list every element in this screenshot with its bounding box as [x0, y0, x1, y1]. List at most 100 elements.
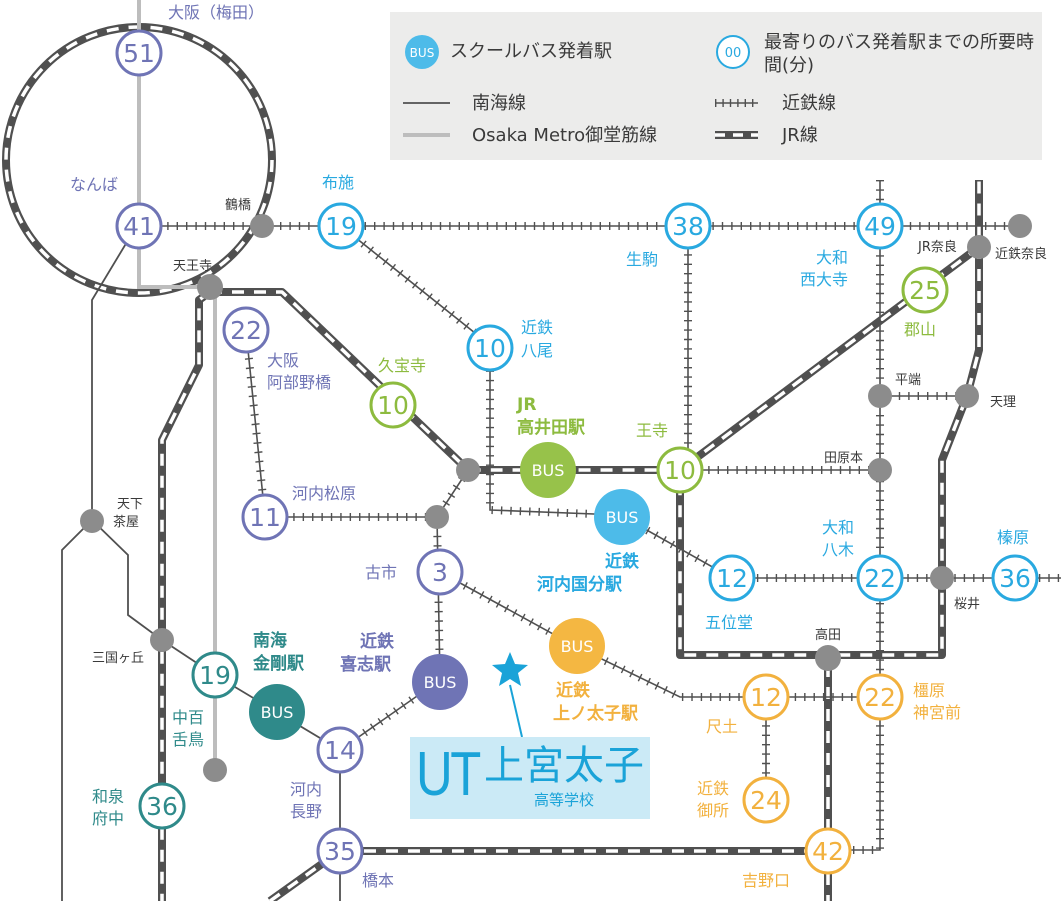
station-dot-tenri: [955, 384, 979, 408]
bus-station-kawachi-kokubu[interactable]: BUS: [594, 489, 650, 545]
station-fuse[interactable]: 19: [317, 202, 365, 250]
station-dot-tengachaya: [80, 509, 104, 533]
station-circles: 51 41 22 11 3 14 35 19 38 49 10 12 22 36…: [115, 29, 1039, 875]
legend-symbols: BUS 00: [403, 35, 758, 139]
label-kongo-2: 金剛駅: [252, 653, 305, 674]
school-name: 上宮太子: [484, 743, 644, 789]
station-ikoma[interactable]: 38: [664, 202, 712, 250]
station-dot-takada: [815, 645, 841, 671]
bus-station-kishi[interactable]: BUS: [412, 654, 468, 710]
label-umeda: 大阪（梅田）: [168, 3, 264, 22]
station-gose[interactable]: 24: [742, 776, 790, 824]
station-shakudo[interactable]: 12: [742, 673, 790, 721]
station-minutes: 25: [909, 276, 941, 305]
label-kawachi-matsubara: 河内松原: [292, 484, 356, 503]
station-minutes: 49: [864, 212, 896, 241]
station-osaka-abenobashi[interactable]: 22: [222, 306, 270, 354]
bus-station-jr-takaida[interactable]: BUS: [520, 442, 576, 498]
station-kawachi-matsubara[interactable]: 11: [241, 493, 289, 541]
station-izumifuchu[interactable]: 36: [138, 782, 186, 830]
label-saidaiji-2: 西大寺: [800, 270, 848, 289]
label-gose-2: 御所: [697, 801, 729, 820]
station-kyuhoji[interactable]: 10: [369, 381, 417, 429]
bus-badge: BUS: [424, 673, 457, 692]
label-izumifuchu-2: 府中: [92, 809, 124, 828]
label-kawachinagano-1: 河内: [290, 780, 322, 799]
label-kyuhoji: 久宝寺: [378, 356, 426, 375]
label-kamitaishi-2: 上ノ太子駅: [553, 703, 639, 724]
station-minutes: 51: [123, 39, 155, 68]
legend-metro-label: Osaka Metro御堂筋線: [472, 125, 658, 146]
legend-bus-label: スクールバス発着駅: [450, 41, 612, 62]
label-tengachaya-1: 天下: [117, 497, 143, 512]
school-subtitle: 高等学校: [534, 791, 595, 809]
label-ikoma: 生駒: [626, 250, 658, 269]
label-izumifuchu-1: 和泉: [92, 787, 124, 806]
label-hirahata: 平端: [895, 373, 921, 388]
label-nakamozu-1: 中百: [172, 708, 204, 727]
label-furuichi: 古市: [365, 563, 397, 582]
bus-station-kintetsu-kamitaishi[interactable]: BUS: [549, 618, 605, 674]
station-minutes: 38: [672, 212, 704, 241]
label-saidaiji-1: 大和: [816, 248, 848, 267]
legend-nankai-label: 南海線: [472, 93, 526, 114]
station-oji[interactable]: 10: [656, 446, 704, 494]
label-yoshinoguchi: 吉野口: [742, 871, 790, 890]
station-minutes: 3: [432, 558, 448, 587]
bus-station-kongo[interactable]: BUS: [249, 684, 305, 740]
bus-stations: BUS BUS BUS BUS BUS: [249, 442, 650, 740]
station-kawachinagano[interactable]: 14: [316, 726, 364, 774]
label-yagi-2: 八木: [822, 540, 854, 559]
legend-kintetsu-label: 近鉄線: [782, 93, 836, 114]
station-hashimoto[interactable]: 35: [316, 827, 364, 875]
station-minutes: 24: [750, 786, 782, 815]
station-minutes: 19: [325, 212, 357, 241]
label-tengachaya-2: 茶屋: [113, 514, 139, 530]
label-takada: 高田: [815, 627, 841, 643]
station-minutes: 10: [474, 334, 506, 363]
station-dot-mikunigaoka: [150, 628, 174, 652]
station-dot-tsuruhashi: [250, 214, 274, 238]
station-yoshinoguchi[interactable]: 42: [804, 827, 852, 875]
kintetsu-osaka-line: [340, 225, 1061, 579]
label-abenobashi-1: 大阪: [267, 351, 299, 370]
label-gose-1: 近鉄: [697, 779, 729, 798]
station-furuichi[interactable]: 3: [416, 548, 464, 596]
label-abenobashi-2: 阿部野橋: [267, 373, 331, 392]
station-minutes: 36: [146, 792, 178, 821]
bus-badge: BUS: [561, 637, 594, 656]
station-minutes: 12: [750, 683, 782, 712]
station-kashiharajingumae[interactable]: 22: [856, 673, 904, 721]
station-kintetsu-yao[interactable]: 10: [466, 324, 514, 372]
label-tenri: 天理: [990, 395, 1016, 410]
station-dot-jr-nara: [967, 235, 991, 259]
station-dot-tennoji: [197, 274, 223, 300]
station-yamato-saidaiji[interactable]: 49: [856, 202, 904, 250]
station-haibara[interactable]: 36: [991, 554, 1039, 602]
label-yao-2: 八尾: [521, 341, 553, 360]
label-hashimoto: 橋本: [362, 871, 394, 890]
station-minutes: 11: [249, 503, 281, 532]
station-koriyama[interactable]: 25: [901, 266, 949, 314]
station-yamato-yagi[interactable]: 22: [856, 554, 904, 602]
legend-time-label: 最寄りのバス発着駅までの所要時間(分): [764, 32, 1034, 76]
station-kongo-time[interactable]: 19: [191, 651, 239, 699]
label-kashihara-1: 橿原: [913, 681, 945, 700]
station-umeda[interactable]: 51: [115, 29, 163, 77]
label-yao-1: 近鉄: [521, 318, 553, 337]
label-mikunigaoka: 三国ヶ丘: [92, 651, 144, 666]
station-minutes: 12: [716, 564, 748, 593]
station-minutes: 35: [324, 837, 356, 866]
station-minutes: 14: [324, 736, 356, 765]
school-name-box: UT 上宮太子 高等学校: [410, 737, 650, 819]
station-minutes: 22: [230, 316, 262, 345]
station-minutes: 10: [377, 391, 409, 420]
station-namba[interactable]: 41: [115, 202, 163, 250]
station-labels: 大阪（梅田） なんば 大阪 阿部野橋 河内松原 古市 近鉄 喜志駅 河内 長野 …: [70, 3, 1047, 890]
label-kokubu-2: 河内国分駅: [537, 574, 623, 595]
station-goido[interactable]: 12: [708, 554, 756, 602]
label-kawachinagano-2: 長野: [290, 802, 322, 821]
bus-badge: BUS: [532, 461, 565, 480]
legend-jr-label: JR線: [782, 125, 818, 146]
